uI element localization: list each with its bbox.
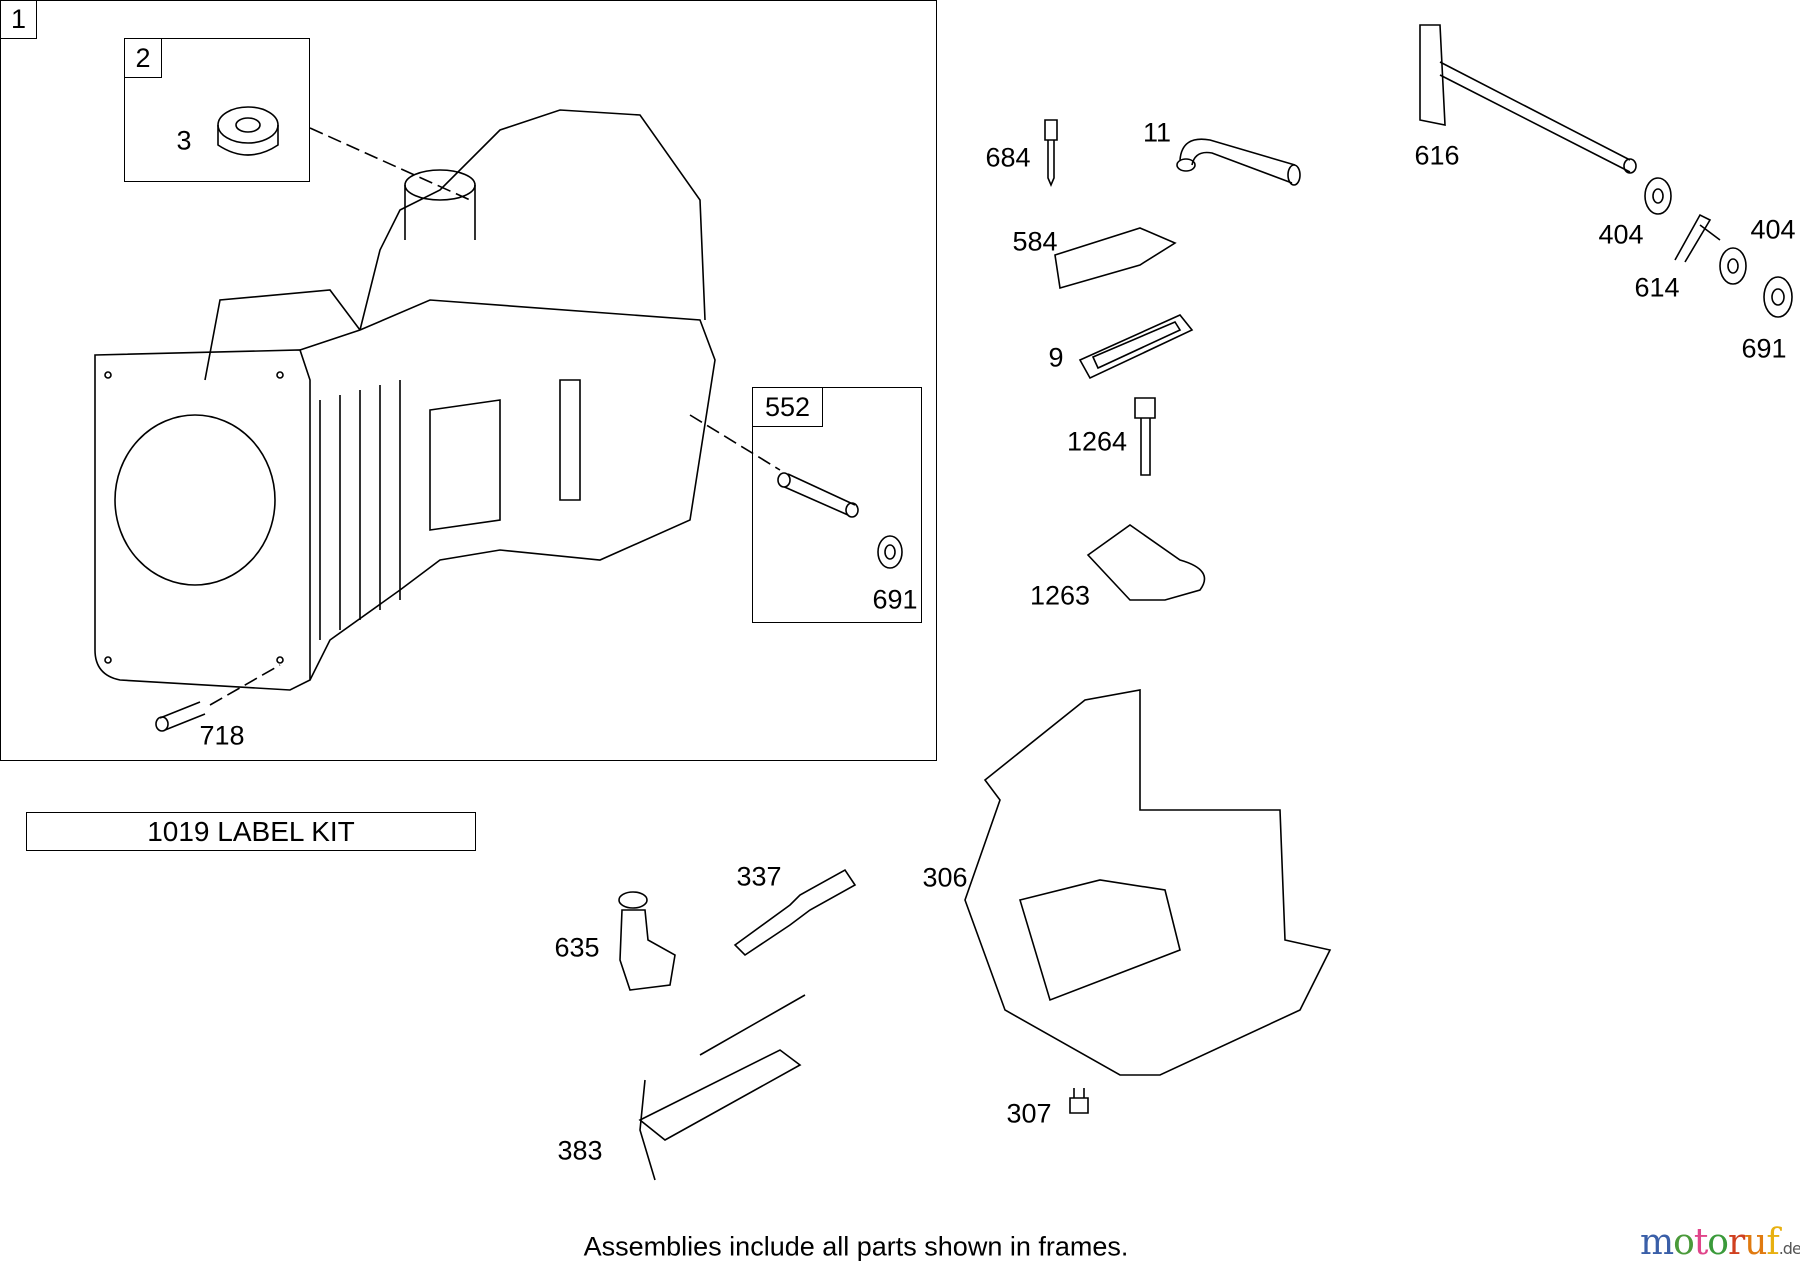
part-label-616: 616 (1414, 140, 1460, 171)
part-label-635: 635 (554, 932, 600, 963)
watermark-letter: r (1727, 1222, 1745, 1263)
part-label-3: 3 (176, 125, 192, 156)
part-label-1263: 1263 (1029, 580, 1091, 611)
part-label-614: 614 (1634, 272, 1680, 303)
part-label-11: 11 (1142, 117, 1172, 148)
part-label-691: 691 (1741, 333, 1787, 364)
frame-pin-subassembly (752, 387, 922, 623)
part-label-9: 9 (1048, 342, 1064, 373)
frame-number-2: 2 (124, 38, 162, 78)
footer-note: Assemblies include all parts shown in fr… (583, 1231, 1129, 1262)
watermark-letter: o (1673, 1222, 1695, 1263)
part-label-383: 383 (557, 1135, 603, 1166)
watermark-letter: u (1744, 1222, 1767, 1263)
part-label-306: 306 (922, 862, 968, 893)
part-label-404-b: 404 (1750, 214, 1796, 245)
watermark-letter: f (1766, 1222, 1779, 1263)
label-kit-box: 1019 LABEL KIT (26, 812, 476, 851)
part-label-584: 584 (1012, 226, 1058, 257)
frame-seal-subassembly (124, 38, 310, 182)
watermark-letter: t (1693, 1222, 1709, 1263)
frame-engine-block-assembly (0, 0, 937, 761)
watermark-logo: motoruf.de (1640, 1222, 1800, 1263)
part-label-684: 684 (985, 142, 1031, 173)
watermark-letter: o (1707, 1222, 1729, 1263)
watermark-letter: m (1640, 1222, 1674, 1263)
part-label-404-a: 404 (1598, 219, 1644, 250)
part-label-691-frame: 691 (872, 584, 918, 615)
part-label-718: 718 (199, 720, 245, 751)
frame-number-1: 1 (0, 0, 37, 39)
part-label-307: 307 (1006, 1098, 1052, 1129)
part-label-337: 337 (736, 861, 782, 892)
watermark-suffix: .de (1778, 1239, 1800, 1258)
part-label-1264: 1264 (1066, 426, 1128, 457)
engine-block-drawing (94, 109, 716, 691)
frame-number-552: 552 (752, 387, 823, 427)
